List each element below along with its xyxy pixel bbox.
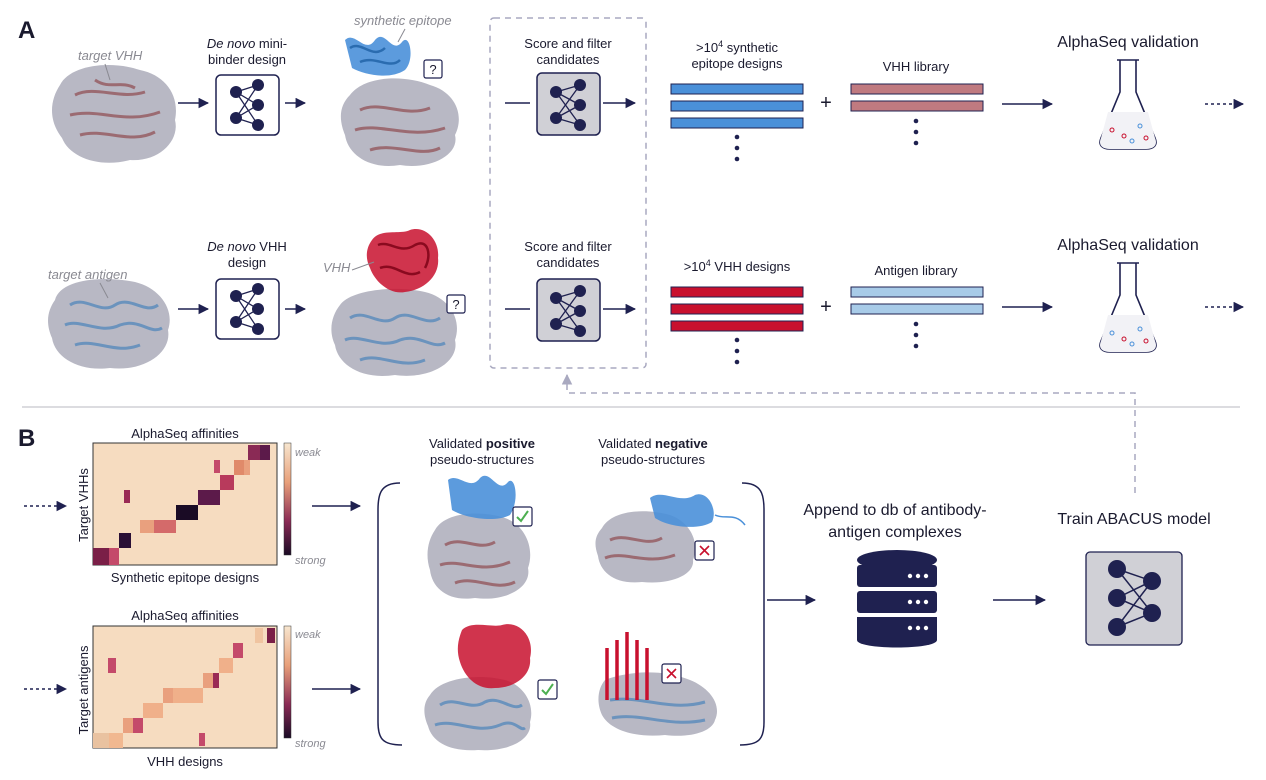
negative-structures-label: Validated negative <box>598 436 708 451</box>
score-filter-label-1: Score and filter <box>524 36 612 51</box>
target-vhh-structure <box>52 65 176 163</box>
alphaseq-validation-label-2: AlphaSeq validation <box>1057 237 1198 254</box>
library-bar <box>850 303 984 315</box>
cross-badge-1 <box>694 540 715 561</box>
design-bar <box>670 117 804 129</box>
synthetic-designs-label-line2: epitope designs <box>691 56 783 71</box>
heatmap2 <box>92 625 278 749</box>
colorbar1-strong: strong <box>295 555 326 567</box>
colorbar-1 <box>283 442 292 556</box>
design-bar <box>670 286 804 298</box>
unknown-binding-badge-2 <box>446 294 466 314</box>
design-step-label-2: De novo VHH <box>207 239 286 254</box>
negative-structure-1 <box>595 494 746 583</box>
question-mark-2: ? <box>452 297 459 312</box>
panel-b-label: B <box>18 425 35 452</box>
check-badge-2 <box>537 679 558 700</box>
target-antigen-label: target antigen <box>48 267 128 282</box>
positive-structure-2 <box>424 624 532 751</box>
plus-sign-1: + <box>820 92 832 114</box>
abacus-model-icon <box>1085 551 1183 646</box>
heatmap1 <box>92 442 278 566</box>
heatmap2-title: AlphaSeq affinities <box>131 608 239 623</box>
vhh-antigen-complex-structure <box>331 229 457 376</box>
positive-structures-label: Validated positive <box>429 436 535 451</box>
scoring-dashed-box <box>489 17 647 369</box>
design-step-label-1-line2: binder design <box>208 52 286 67</box>
colorbar-2 <box>283 625 292 739</box>
heatmap2-ylabel: Target antigens <box>76 645 91 734</box>
design-bar <box>670 320 804 332</box>
antigen-library-label: Antigen library <box>874 263 958 278</box>
vhh-design-model-icon <box>215 278 280 340</box>
alphaseq-validation-label-1: AlphaSeq validation <box>1057 34 1198 51</box>
score-filter-label-2-line2: candidates <box>537 255 600 270</box>
unknown-binding-badge-1 <box>423 59 443 79</box>
score-filter-label-2: Score and filter <box>524 239 612 254</box>
score-filter-label-1-line2: candidates <box>537 52 600 67</box>
target-antigen-structure <box>48 279 170 369</box>
right-bracket <box>739 482 765 746</box>
heatmap1-ylabel: Target VHHs <box>76 468 91 542</box>
design-bar <box>670 100 804 112</box>
design-bar <box>670 303 804 315</box>
mini-binder-design-model-icon <box>215 74 280 136</box>
target-vhh-label: target VHH <box>78 48 143 63</box>
negative-structures-label-line2: pseudo-structures <box>601 452 706 467</box>
library-bar <box>850 83 984 95</box>
flask-icon-1 <box>1099 59 1157 150</box>
library-bar <box>850 286 984 298</box>
score-filter-model-icon-1 <box>536 72 601 136</box>
heatmap2-xlabel: VHH designs <box>147 754 223 769</box>
check-badge-1 <box>512 506 533 527</box>
append-db-label: Append to db of antibody- <box>803 502 986 519</box>
design-step-label-2-line2: design <box>228 255 266 270</box>
train-abacus-label: Train ABACUS model <box>1057 511 1210 528</box>
panel-a-label: A <box>18 17 35 44</box>
colorbar2-strong: strong <box>295 738 326 750</box>
plus-sign-2: + <box>820 296 832 318</box>
heatmap1-title: AlphaSeq affinities <box>131 426 239 441</box>
colorbar1-weak: weak <box>295 447 321 459</box>
left-bracket <box>377 482 403 746</box>
heatmap1-xlabel: Synthetic epitope designs <box>111 570 260 585</box>
question-mark-1: ? <box>429 62 436 77</box>
vhh-library-label: VHH library <box>883 59 950 74</box>
design-bar <box>670 83 804 95</box>
flask-icon-2 <box>1099 262 1157 353</box>
design-step-label-1: De novo mini- <box>207 36 287 51</box>
colorbar2-weak: weak <box>295 629 321 641</box>
feedback-loop-arrow <box>561 373 1136 493</box>
database-icon <box>857 550 937 648</box>
cross-badge-2 <box>661 663 682 684</box>
append-db-label-line2: antigen complexes <box>828 524 961 541</box>
negative-structure-2 <box>598 632 718 736</box>
synthetic-epitope-complex-structure <box>340 36 459 166</box>
synthetic-designs-count-label: >104 synthetic <box>696 39 778 55</box>
vhh-label: VHH <box>323 260 351 275</box>
vhh-designs-count-label: >104 VHH designs <box>684 258 791 274</box>
synthetic-epitope-label: synthetic epitope <box>354 13 452 28</box>
positive-structure-1 <box>427 475 531 599</box>
positive-structures-label-line2: pseudo-structures <box>430 452 535 467</box>
score-filter-model-icon-2 <box>536 278 601 342</box>
library-bar <box>850 100 984 112</box>
